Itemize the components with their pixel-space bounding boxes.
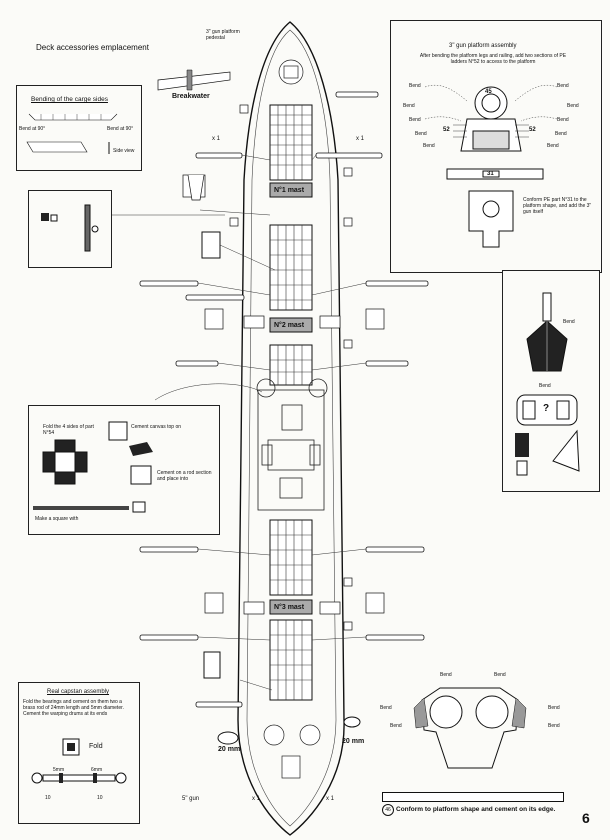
x1-label-a: x 1 [212,136,221,142]
bend-label-4: Bend [567,103,579,109]
part-46-badge: 46 [382,804,394,816]
mast-detail-panel: Bend Bend ? [502,270,600,492]
bend-label-7: Bend [415,131,427,137]
ladder-detail-panel [28,190,112,268]
x1-label-d: x 1 [326,796,335,802]
gun-5in-label: 5" gun [182,796,200,802]
hull-outline [237,21,345,836]
right-bend-top: Bend [563,319,575,325]
page-title: Deck accessories emplacement [36,43,149,52]
cargo-sides-title: Bending of the carge sides [31,96,108,103]
capstan-sketch [31,738,127,784]
rails-right [315,152,429,641]
fold-note: Fold the 4 sides of part N°54 [43,424,94,436]
capstan-panel: Real capstan assembly Fold the bearings … [18,682,140,824]
capstan-instructions: Fold the bearings and cement on them two… [23,699,124,717]
bow-gun-platform [278,59,304,85]
gun-platform-sketch [424,85,558,248]
dim-20mm-left: 20 mm [218,746,241,753]
cargo-hatch-1 [269,104,313,181]
cargo-hatch-4 [269,519,313,596]
capstan-drum-right [343,716,361,728]
part-52-left: 52 [443,127,450,133]
ladder-detail-sketch [41,204,99,252]
gun-platform-panel: 3" gun platform assembly After bending t… [390,20,602,273]
capstan-title: Real capstan assembly [47,689,110,695]
cement-rod-note: Cement on a rod section and place into [157,470,212,482]
breakwater-label: Breakwater [172,93,210,100]
bend-label-6: Bend [557,117,569,123]
capstan-drum-left [217,731,239,745]
bottom-bend-3: Bend [380,705,392,711]
breakwater [157,71,231,91]
part-10-left: 10 [45,795,51,801]
mast-3-label: N°3 mast [274,604,305,611]
stern-gun [263,724,321,779]
stern-platform-sketch [413,687,527,769]
gun-platform-title: 3" gun platform assembly [449,43,517,49]
bend-label-2: Bend [557,83,569,89]
square-note: Make a square with [35,516,79,522]
bend-label-5: Bend [409,117,421,123]
conform-note: Conform PE part N°31 to the platform sha… [523,197,592,215]
page-number: 6 [582,810,590,826]
cement-canvas-note: Cement canvas top on [131,424,182,430]
conform-edge-note: Conform to platform shape and cement on … [396,806,556,813]
bend-label-3: Bend [403,103,415,109]
side-view-label: Side view [113,148,135,154]
part-10-right: 10 [97,795,103,801]
question-mark: ? [543,403,550,414]
bend-label-8: Bend [555,131,567,137]
gun-platform-instructions: After bending the platform legs and rail… [419,53,567,65]
bottom-bend-4: Bend [548,705,560,711]
mast-detail-sketch [515,292,580,476]
cargo-sides-panel: Bending of the carge sides Bend at 90° B… [16,85,142,171]
dim-20mm-right: 20 mm [342,738,365,745]
bend-90-right: Bend at 90° [107,126,134,132]
cargo-hatch-5 [269,619,313,701]
bend-label-1: Bend [409,83,421,89]
canvas-fold-sketch [33,421,153,513]
gun-platform-pedestal-part [182,174,206,201]
cargo-sides-sketch [26,113,118,154]
bottom-bend-1: Bend [440,672,452,678]
part-46-number: 46 [385,807,391,813]
winches [204,104,385,631]
x1-label-b: x 1 [356,136,365,142]
right-bend-bottom: Bend [539,383,551,389]
bottom-bend-6: Bend [548,723,560,729]
rails-left [139,91,379,708]
superstructure [256,378,328,511]
bend-label-9: Bend [423,143,435,149]
part-45-label: 45 [485,89,492,95]
canvas-fold-panel: Fold the 4 sides of part N°54 Cement can… [28,405,220,535]
bottom-bend-2: Bend [494,672,506,678]
bottom-bend-5: Bend [390,723,402,729]
part-46-bar [382,792,564,802]
part-52-right: 52 [529,127,536,133]
cargo-hatch-2 [269,224,313,311]
x1-label-c: x 1 [252,796,261,802]
fold-label: Fold [89,743,103,750]
dim-5mm: 5mm [53,767,65,773]
bend-label-10: Bend [547,143,559,149]
part-31-label: 31 [487,171,494,177]
gun-pedestal-label: 3" gun platform pedestal [206,29,240,41]
bend-90-left: Bend at 90° [19,126,46,132]
mast-2-label: N°2 mast [274,322,305,329]
cargo-hatch-3 [269,344,313,386]
dim-6mm: 6mm [91,767,103,773]
mast-1-label: N°1 mast [274,187,305,194]
